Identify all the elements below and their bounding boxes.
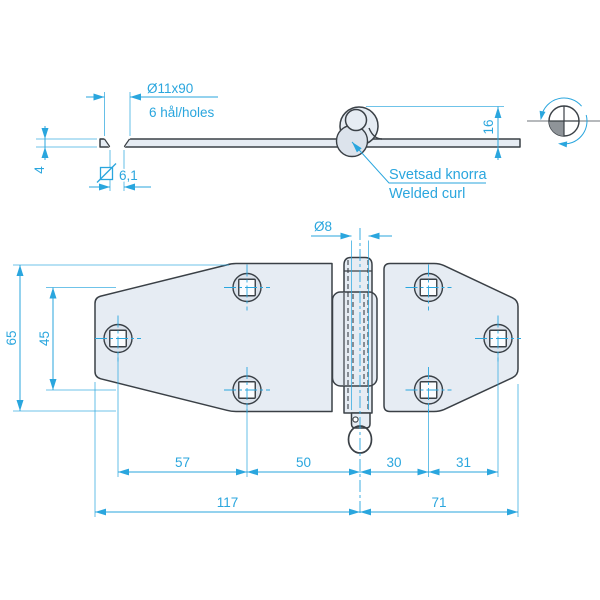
hole-top-right <box>405 264 452 311</box>
hole-bottom-left <box>224 367 270 413</box>
hole-row-spacing-label: 45 <box>37 331 52 346</box>
side-view: Ø11x90 6 hål/holes 4 6,1 <box>32 81 521 202</box>
hole-bottom-right <box>405 367 452 413</box>
leader-arrow <box>352 142 362 153</box>
dim-plate-height-65: 65 <box>4 264 229 412</box>
hole-right <box>475 315 521 362</box>
plate-height-label: 65 <box>4 330 19 345</box>
hinge-knuckle-wrap <box>331 291 378 387</box>
thickness-label: 4 <box>32 166 47 174</box>
ring-hole <box>352 416 359 423</box>
extension-lines <box>94 354 519 517</box>
square-hole-label: 6,1 <box>119 168 138 183</box>
hole-top-left <box>224 264 270 311</box>
dim-pin-diameter: Ø8 <box>311 219 392 240</box>
dim-30: 30 <box>386 455 401 470</box>
dim-hole-spacing-45: 45 <box>37 287 116 391</box>
dim-countersink: Ø11x90 6 hål/holes <box>86 81 218 136</box>
dim-row-overall: 117 71 <box>95 495 518 516</box>
curl-neck <box>368 127 383 140</box>
dim-117: 117 <box>217 495 239 510</box>
weld-annotation: Svetsad knorra Welded curl <box>351 141 487 202</box>
hinge-left-plate <box>94 262 333 413</box>
rotation-symbol-icon <box>527 97 600 148</box>
hinge-right-plate <box>383 262 519 413</box>
dim-71: 71 <box>431 495 446 510</box>
dim-row-chain: 57 50 30 31 <box>118 455 498 476</box>
dim-57: 57 <box>175 455 190 470</box>
dim-thickness: 4 <box>32 126 97 174</box>
countersink-notch <box>103 137 131 149</box>
dim-50: 50 <box>296 455 311 470</box>
dim-square-hole: 6,1 <box>89 150 151 191</box>
holes-count-label: 6 hål/holes <box>149 105 215 120</box>
dim-31: 31 <box>456 455 471 470</box>
pin-diameter-label: Ø8 <box>314 219 332 234</box>
curl-height-label: 16 <box>481 119 496 134</box>
pin-circle <box>344 108 368 132</box>
hole-left <box>95 315 141 362</box>
weld-note-sv: Svetsad knorra <box>389 167 487 183</box>
countersink-label: Ø11x90 <box>147 81 193 96</box>
mounting-holes <box>95 264 521 413</box>
plan-view: Ø8 65 45 <box>4 219 521 517</box>
dim-height-16: 16 <box>366 106 504 160</box>
side-plate-bar <box>99 138 521 148</box>
weld-note-en: Welded curl <box>389 186 465 202</box>
